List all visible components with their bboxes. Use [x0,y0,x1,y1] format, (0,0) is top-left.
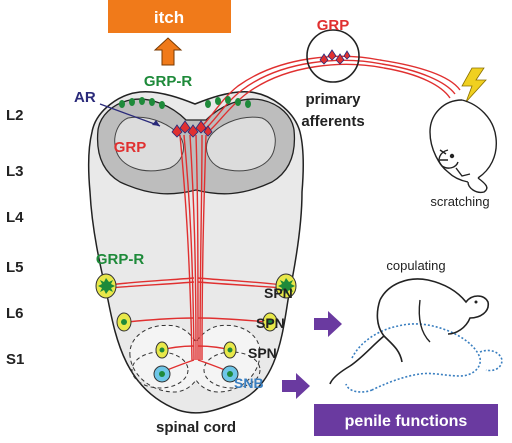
primary-afferents-circle [306,29,360,83]
spinal-level-l5: L5 [6,259,24,276]
spn-label-2: SPN [256,315,285,331]
snb-purple-arrow [282,373,310,399]
spn-neuron-l6-left [116,312,132,332]
spinal-level-l2: L2 [6,107,24,124]
copulating-rats-icon [329,278,503,393]
itch-box [108,0,231,33]
penile-functions-label: penile functions [345,413,468,430]
primary-afferents-label-2: afferents [301,113,364,130]
copulating-label: copulating [386,258,445,273]
ar-pointer-head [152,120,160,126]
ar-pointer-line [99,103,161,127]
itch-up-arrow [153,37,183,66]
grp-r-neuron-l5-left [95,273,117,299]
gray-matter-inner [114,116,276,172]
spn-neuron-s1-left [155,341,169,359]
spinal-level-l6: L6 [6,305,24,322]
ar-label: AR [74,89,96,106]
grp-r-top-label: GRP-R [144,73,193,90]
scratching-label: scratching [430,194,489,209]
grp-r-neuron-l5-right [275,273,297,299]
spn-neuron-s1-right [223,341,237,359]
snb-neuron-left [153,365,171,383]
spn-label-3: SPN [248,345,277,361]
snb-label: SNB [234,375,264,391]
itch-label: itch [154,8,184,27]
grp-center-label: GRP [114,139,147,156]
lightning-icon [461,67,487,103]
spinal-level-l3: L3 [6,163,24,180]
grp-cluster-top [319,49,351,65]
grp-top-label: GRP [317,17,350,34]
grp-r-cells-top [119,96,251,109]
penile-functions-box [314,404,498,436]
spn-purple-arrow [314,311,342,337]
spn-label-1: SPN [264,285,293,301]
snb-neuron-right [221,365,239,383]
primary-afferents-label-1: primary [305,91,361,108]
snb-region-left [131,351,189,389]
spinal-cord-label: spinal cord [156,419,236,436]
grp-cluster-center [171,120,213,138]
spinal-level-l4: L4 [6,209,24,226]
grp-fibers [109,134,283,373]
spn-neuron-l6-right [262,312,278,332]
scratching-rat-icon [429,99,497,194]
grp-r-mid-label: GRP-R [96,251,145,268]
spinal-level-s1: S1 [6,351,24,368]
snb-region-right [203,351,261,389]
